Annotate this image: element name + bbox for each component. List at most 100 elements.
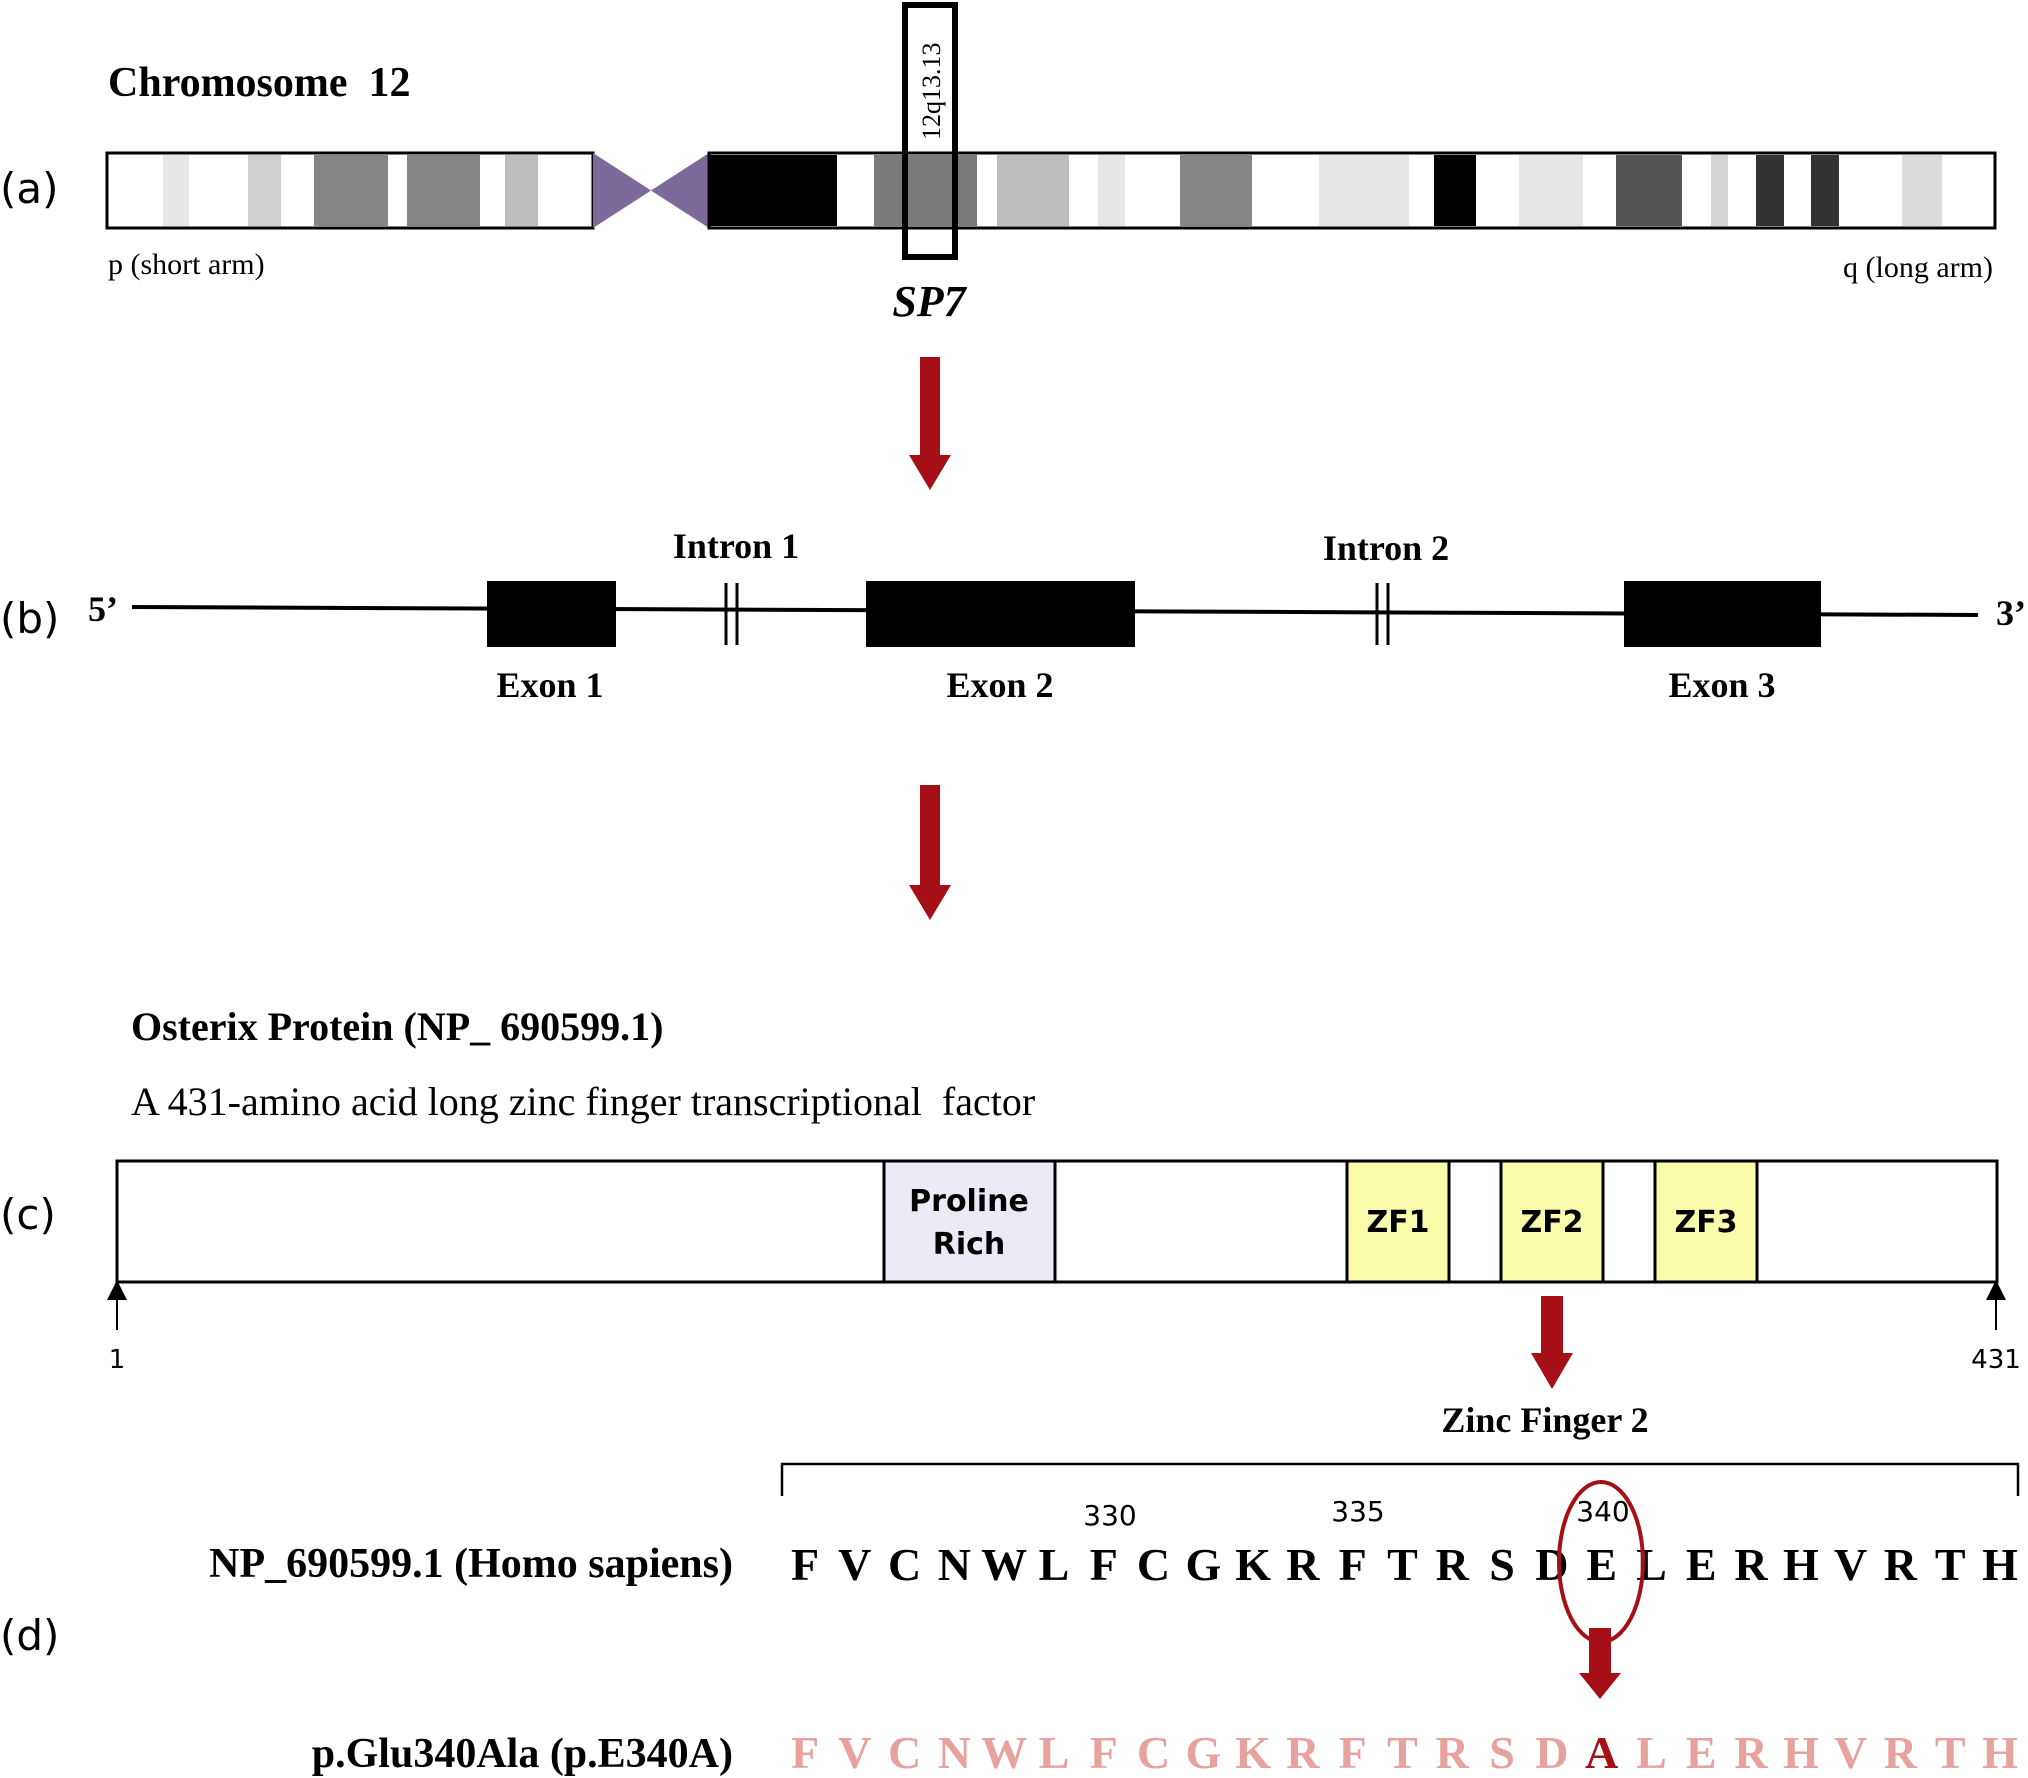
- residue: R: [1286, 1539, 1320, 1590]
- residue: T: [1387, 1727, 1418, 1778]
- zf2-bracket: [780, 1462, 2020, 1496]
- q-band: [1434, 155, 1476, 226]
- zf3-label: ZF3: [1674, 1205, 1737, 1240]
- position-marker-340: 340: [1576, 1495, 1629, 1528]
- residue: E: [1686, 1727, 1717, 1778]
- proline-rich-domain: [882, 1159, 1057, 1284]
- residue: H: [1982, 1539, 2018, 1590]
- locus-label: 12q13.13: [917, 43, 946, 141]
- residue: R: [1884, 1727, 1918, 1778]
- p-band: [407, 155, 480, 226]
- residue: K: [1235, 1539, 1271, 1590]
- residue: E: [1686, 1539, 1717, 1590]
- arrow-zf2-zoom: [1531, 1296, 1573, 1389]
- residue: V: [838, 1539, 871, 1590]
- p-arm-label: p (short arm): [108, 248, 265, 281]
- residue: T: [1387, 1539, 1418, 1590]
- zf3-domain: [1653, 1159, 1759, 1284]
- q-band: [1811, 155, 1839, 226]
- proline-rich-label: Proline: [909, 1184, 1029, 1219]
- q-band: [1180, 155, 1252, 226]
- q-band: [1711, 155, 1728, 226]
- residue: E: [1586, 1539, 1617, 1590]
- q-band: [1616, 155, 1682, 226]
- q-band: [710, 155, 837, 226]
- gene-structure: 5’ 3’ Intron 1 Intron 2 Exon 1 Exon 2 Ex…: [88, 526, 2026, 705]
- exon-1-label: Exon 1: [496, 665, 603, 705]
- residue: V: [838, 1727, 871, 1778]
- residue: C: [888, 1727, 921, 1778]
- residue: H: [1982, 1727, 2018, 1778]
- centromere: [593, 153, 651, 228]
- gene-label: SP7: [892, 277, 967, 326]
- panel-label-c: (c): [0, 1190, 56, 1239]
- exon-1: [487, 581, 616, 647]
- residue: C: [1137, 1727, 1170, 1778]
- p-band: [314, 155, 388, 226]
- residue: D: [1535, 1539, 1568, 1590]
- position-marker-330: 330: [1083, 1499, 1136, 1532]
- residue: G: [1185, 1727, 1221, 1778]
- panel-label-a: (a): [0, 164, 59, 213]
- residue: R: [1734, 1727, 1768, 1778]
- residue: R: [1286, 1727, 1320, 1778]
- residue: R: [1884, 1539, 1918, 1590]
- residue: W: [981, 1727, 1027, 1778]
- arrow-gene-to-protein: [909, 785, 951, 920]
- exon-3-label: Exon 3: [1668, 665, 1775, 705]
- position-marker-335: 335: [1331, 1495, 1384, 1528]
- residue: F: [791, 1539, 819, 1590]
- residue: F: [1090, 1727, 1118, 1778]
- q-band: [1098, 155, 1125, 226]
- mutant-sequence-label: p.Glu340Ala (p.E340A): [312, 1731, 733, 1777]
- three-prime-label: 3’: [1996, 593, 2026, 633]
- q-band: [874, 155, 977, 226]
- q-band: [1902, 155, 1942, 226]
- centromere: [651, 153, 709, 228]
- residue: T: [1935, 1727, 1966, 1778]
- exon-3: [1624, 581, 1821, 647]
- residue: T: [1935, 1539, 1966, 1590]
- residue: V: [1834, 1727, 1867, 1778]
- sp7-locus-box: [902, 2, 958, 260]
- residue: R: [1436, 1727, 1470, 1778]
- chromosome-title: Chromosome 12: [108, 60, 411, 106]
- residue: C: [1137, 1539, 1170, 1590]
- residue: F: [791, 1727, 819, 1778]
- residue: L: [1039, 1727, 1070, 1778]
- proline-rich-label: Rich: [933, 1227, 1006, 1262]
- residue: D: [1535, 1727, 1568, 1778]
- zf2-zoom-label: Zinc Finger 2: [1441, 1400, 1648, 1440]
- five-prime-label: 5’: [88, 589, 118, 629]
- end-position-label: 431: [1971, 1345, 2021, 1375]
- residue: G: [1185, 1539, 1221, 1590]
- residue: F: [1339, 1727, 1367, 1778]
- residue: H: [1783, 1727, 1819, 1778]
- residue: R: [1734, 1539, 1768, 1590]
- q-band: [1519, 155, 1583, 226]
- residue: L: [1039, 1539, 1070, 1590]
- exon-2-label: Exon 2: [946, 665, 1053, 705]
- zf1-domain: [1345, 1159, 1451, 1284]
- q-arm-label: q (long arm): [1843, 251, 1993, 284]
- protein-domain-map: Proline Rich ZF1 ZF2 ZF3: [115, 1159, 1999, 1284]
- p-band: [163, 155, 189, 226]
- p-band: [505, 155, 538, 226]
- residue: F: [1090, 1539, 1118, 1590]
- chromosome-ideogram: 12q13.13: [105, 2, 1997, 260]
- intron-1-break: [724, 583, 739, 645]
- p-band: [248, 155, 281, 226]
- protein-description: A 431-amino acid long zinc finger transc…: [131, 1079, 1035, 1124]
- residue: A: [1585, 1727, 1618, 1778]
- residue: K: [1235, 1727, 1271, 1778]
- zf2-label: ZF2: [1520, 1205, 1583, 1240]
- protein-title: Osterix Protein (NP_ 690599.1): [131, 1004, 663, 1049]
- residue: R: [1436, 1539, 1470, 1590]
- residue: F: [1339, 1539, 1367, 1590]
- residue: S: [1489, 1727, 1515, 1778]
- start-position-label: 1: [109, 1345, 126, 1375]
- arrow-chromosome-to-gene: [909, 357, 951, 490]
- panel-label-d: (d): [0, 1611, 59, 1660]
